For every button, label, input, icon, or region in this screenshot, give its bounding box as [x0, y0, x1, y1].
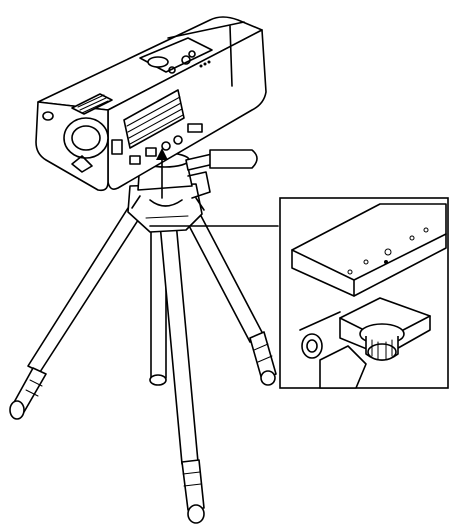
tripod-leg-right — [185, 213, 277, 386]
projector-vent-grille — [123, 89, 185, 149]
tripod-pan-handle — [185, 149, 258, 171]
mount-pointer-arrow — [156, 148, 168, 199]
detail-callout-box — [279, 197, 449, 389]
projector-lens — [42, 111, 109, 173]
projector-control-panel — [139, 37, 213, 74]
tripod-leg-left — [9, 207, 143, 420]
projector-input-ports — [111, 123, 203, 165]
tripod-leg-front — [159, 221, 205, 524]
projector-focus-dial — [71, 93, 113, 115]
